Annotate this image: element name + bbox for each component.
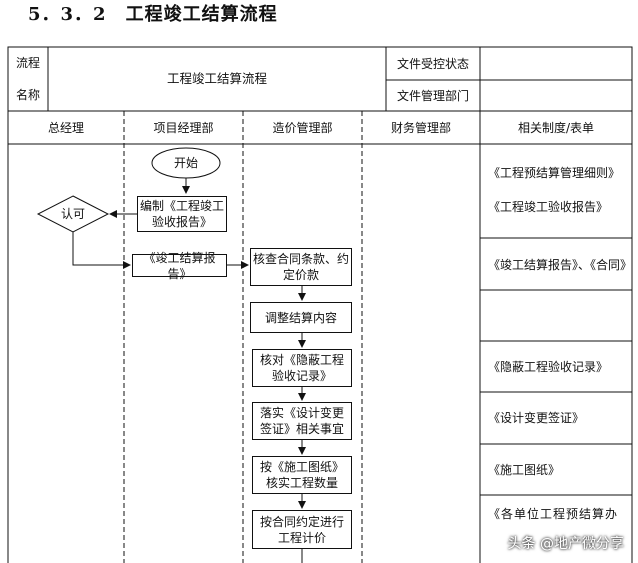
settlement-report-box: 《竣工结算报告》 bbox=[132, 251, 227, 281]
section-title: 5．3．2 工程竣工结算流程 bbox=[28, 4, 278, 25]
compile-acceptance-report-box: 编制《工程竣工验收报告》 bbox=[137, 196, 227, 232]
watermark: 头条 @地产微分享 bbox=[507, 536, 624, 552]
design-change-box: 落实《设计变更签证》相关事宜 bbox=[252, 402, 352, 440]
col-documents: 相关制度/表单 bbox=[517, 120, 595, 135]
verify-hidden-works-box: 核对《隐蔽工程验收记录》 bbox=[252, 349, 352, 387]
col-finance-dept: 财务管理部 bbox=[390, 120, 451, 135]
flow-label-2: 名称 bbox=[15, 88, 40, 102]
doc-design-change: 《设计变更签证》 bbox=[488, 411, 585, 425]
doc-unit-budget: 《各单位工程预结算办 bbox=[488, 507, 619, 521]
doc-hidden-works: 《隐蔽工程验收记录》 bbox=[488, 360, 609, 374]
dept-label: 文件管理部门 bbox=[396, 88, 469, 103]
process-name: 工程竣工结算流程 bbox=[166, 71, 267, 86]
adjust-settlement-box: 调整结算内容 bbox=[250, 302, 352, 333]
col-cost-dept: 造价管理部 bbox=[272, 120, 333, 135]
start-label: 开始 bbox=[173, 156, 198, 170]
check-contract-box: 核查合同条款、约定价款 bbox=[250, 248, 352, 286]
doc-acceptance-report: 《工程竣工验收报告》 bbox=[488, 200, 609, 214]
doc-drawings: 《施工图纸》 bbox=[488, 463, 561, 477]
status-label: 文件受控状态 bbox=[396, 56, 469, 71]
doc-budget-rules: 《工程预结算管理细则》 bbox=[488, 166, 621, 180]
flow-label-1: 流程 bbox=[15, 56, 40, 70]
doc-settlement-contract: 《竣工结算报告》、《合同》 bbox=[488, 258, 633, 272]
col-project-dept: 项目经理部 bbox=[153, 120, 214, 135]
approve-label: 认可 bbox=[60, 207, 85, 221]
col-general-manager: 总经理 bbox=[47, 120, 84, 135]
drawings-quantity-box: 按《施工图纸》核实工程数量 bbox=[252, 456, 352, 494]
contract-pricing-box: 按合同约定进行工程计价 bbox=[252, 510, 352, 549]
